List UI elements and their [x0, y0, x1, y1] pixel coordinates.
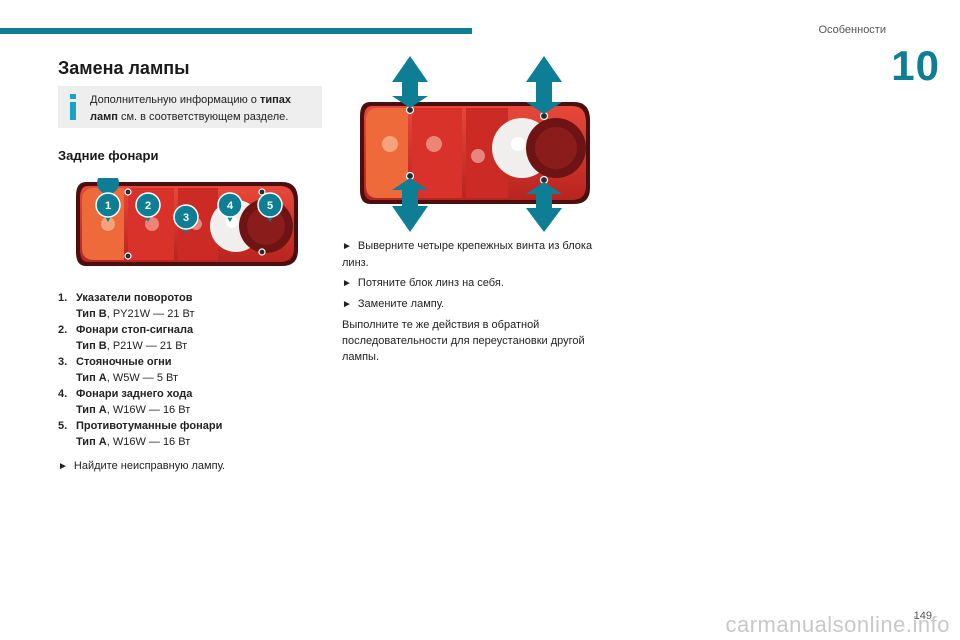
- marker-5: 5: [257, 192, 283, 222]
- taillight-screws-diagram: [360, 56, 590, 232]
- step-find-lamp: ►Найдите неисправную лампу.: [58, 460, 226, 472]
- list-item: 4. Фонари заднего хода Тип A, W16W — 16 …: [58, 388, 193, 416]
- marker-3: 3: [173, 204, 199, 234]
- list-item: 1. Указатели поворотов Тип B, PY21W — 21…: [58, 292, 195, 320]
- marker-4: 4: [217, 192, 243, 222]
- svg-text:1: 1: [105, 200, 111, 212]
- svg-text:2: 2: [145, 200, 151, 212]
- arrow-bottom-right: [526, 182, 562, 232]
- section-subtitle: Задние фонари: [58, 148, 159, 163]
- svg-text:4: 4: [227, 200, 234, 212]
- page-title: Замена лампы: [58, 58, 190, 78]
- procedure-steps: ►Выверните четыре крепежных винта из бло…: [342, 238, 612, 369]
- list-item: 2. Фонари стоп-сигнала Тип B, P21W — 21 …: [58, 324, 194, 352]
- arrow-bullet-icon: ►: [342, 241, 352, 252]
- list-item: 3. Стояночные огни Тип A, W5W — 5 Вт: [58, 356, 179, 384]
- arrow-bullet-icon: ►: [342, 278, 352, 289]
- svg-text:3: 3: [183, 212, 189, 224]
- arrow-bullet-icon: ►: [58, 461, 68, 472]
- svg-text:5: 5: [267, 200, 273, 212]
- watermark: carmanualsonline.info: [725, 612, 950, 637]
- step-item: ►Выверните четыре крепежных винта из бло…: [342, 240, 593, 269]
- arrow-top-left: [392, 56, 428, 108]
- info-note-bold: типах ламп: [90, 94, 291, 123]
- step-item: ►Замените лампу.: [342, 298, 445, 310]
- arrow-bottom-left: [392, 178, 428, 232]
- list-item: 5. Противотуманные фонари Тип A, W16W — …: [58, 420, 223, 448]
- section-label: Особенности: [818, 24, 886, 36]
- info-icon: [70, 94, 76, 120]
- info-note-text: Дополнительную информацию о типах ламп с…: [90, 94, 291, 123]
- lamp-list: 1. Указатели поворотов Тип B, PY21W — 21…: [58, 290, 328, 450]
- marker-1: 1: [95, 178, 121, 222]
- info-note: Дополнительную информацию о типах ламп с…: [58, 86, 322, 128]
- header-accent-bar: [0, 28, 472, 34]
- arrow-top-right: [526, 56, 562, 114]
- marker-2: 2: [135, 192, 161, 222]
- page-number: 149: [913, 610, 932, 622]
- taillight-numbered-diagram: 1 2 3 4 5: [76, 178, 298, 266]
- step-item: ►Потяните блок линз на себя.: [342, 277, 504, 289]
- arrow-bullet-icon: ►: [342, 299, 352, 310]
- reinstall-paragraph: Выполните те же действия в обратной посл…: [342, 319, 585, 363]
- chapter-number: 10: [891, 42, 940, 89]
